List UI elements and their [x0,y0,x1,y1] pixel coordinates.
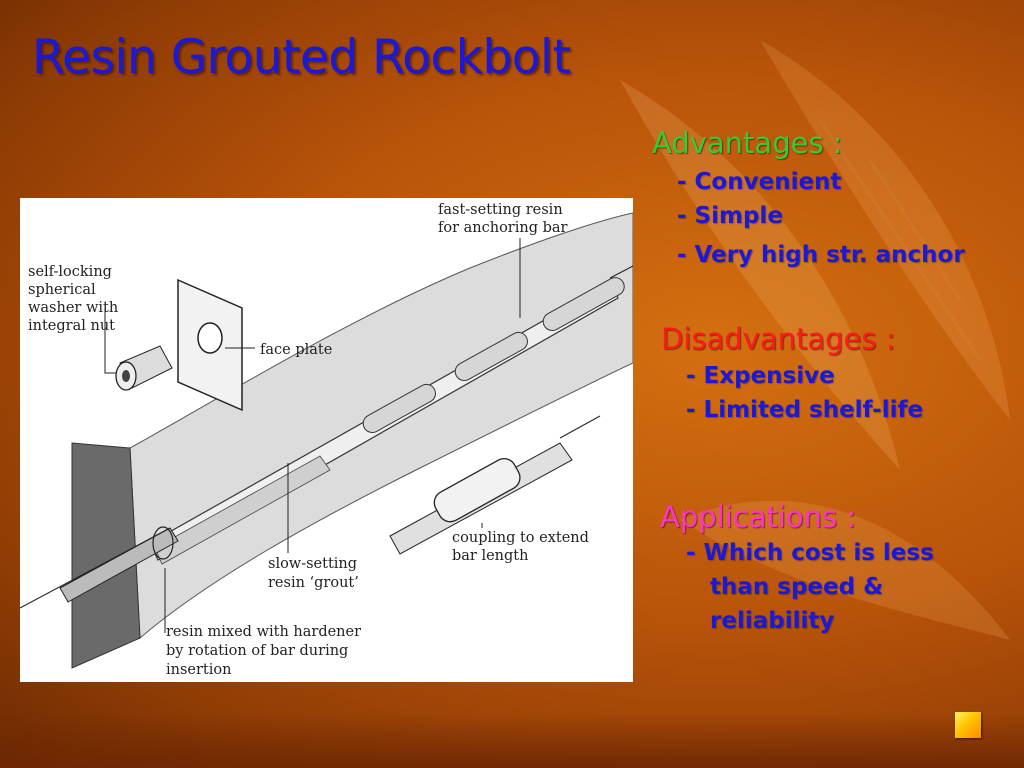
label-fast-2: for anchoring bar [438,220,568,236]
leader-lines [104,238,521,633]
washer-nut [115,345,173,391]
label-coupling-2: bar length [452,548,528,564]
bottom-shade [0,714,1024,768]
label-washer-2: spherical [28,282,96,298]
label-washer-3: washer with [28,300,118,316]
applications-heading: Applications : [660,500,857,534]
advantages-heading: Advantages : [652,126,843,160]
application-line: - Which cost is less [686,540,934,566]
label-mixed-3: insertion [166,662,231,678]
next-slide-square-icon[interactable] [955,712,981,738]
advantage-item: - Convenient [677,169,842,195]
label-slow-2: resin ‘grout’ [268,575,359,591]
label-mixed-2: by rotation of bar during [166,643,348,659]
advantage-item: - Very high str. anchor [677,242,965,268]
label-mixed-1: resin mixed with hardener [166,624,361,640]
rockbolt-diagram: self-locking spherical washer with integ… [19,198,634,682]
coupling [389,415,601,555]
borehole [19,265,634,609]
disadvantages-heading: Disadvantages : [661,322,896,356]
disadvantage-item: - Expensive [686,363,835,389]
disadvantage-item: - Limited shelf-life [686,397,924,423]
slide-title: Resin Grouted Rockbolt [32,30,571,85]
advantage-item: - Simple [677,203,783,229]
label-fast-1: fast-setting resin [438,202,563,218]
label-washer-4: integral nut [28,318,115,334]
application-line: than speed & [710,574,884,600]
label-slow-1: slow-setting [268,556,357,572]
label-face-plate: face plate [260,342,332,358]
label-coupling-1: coupling to extend [452,530,589,546]
application-line: reliability [710,608,835,634]
label-washer-1: self-locking [28,264,112,280]
